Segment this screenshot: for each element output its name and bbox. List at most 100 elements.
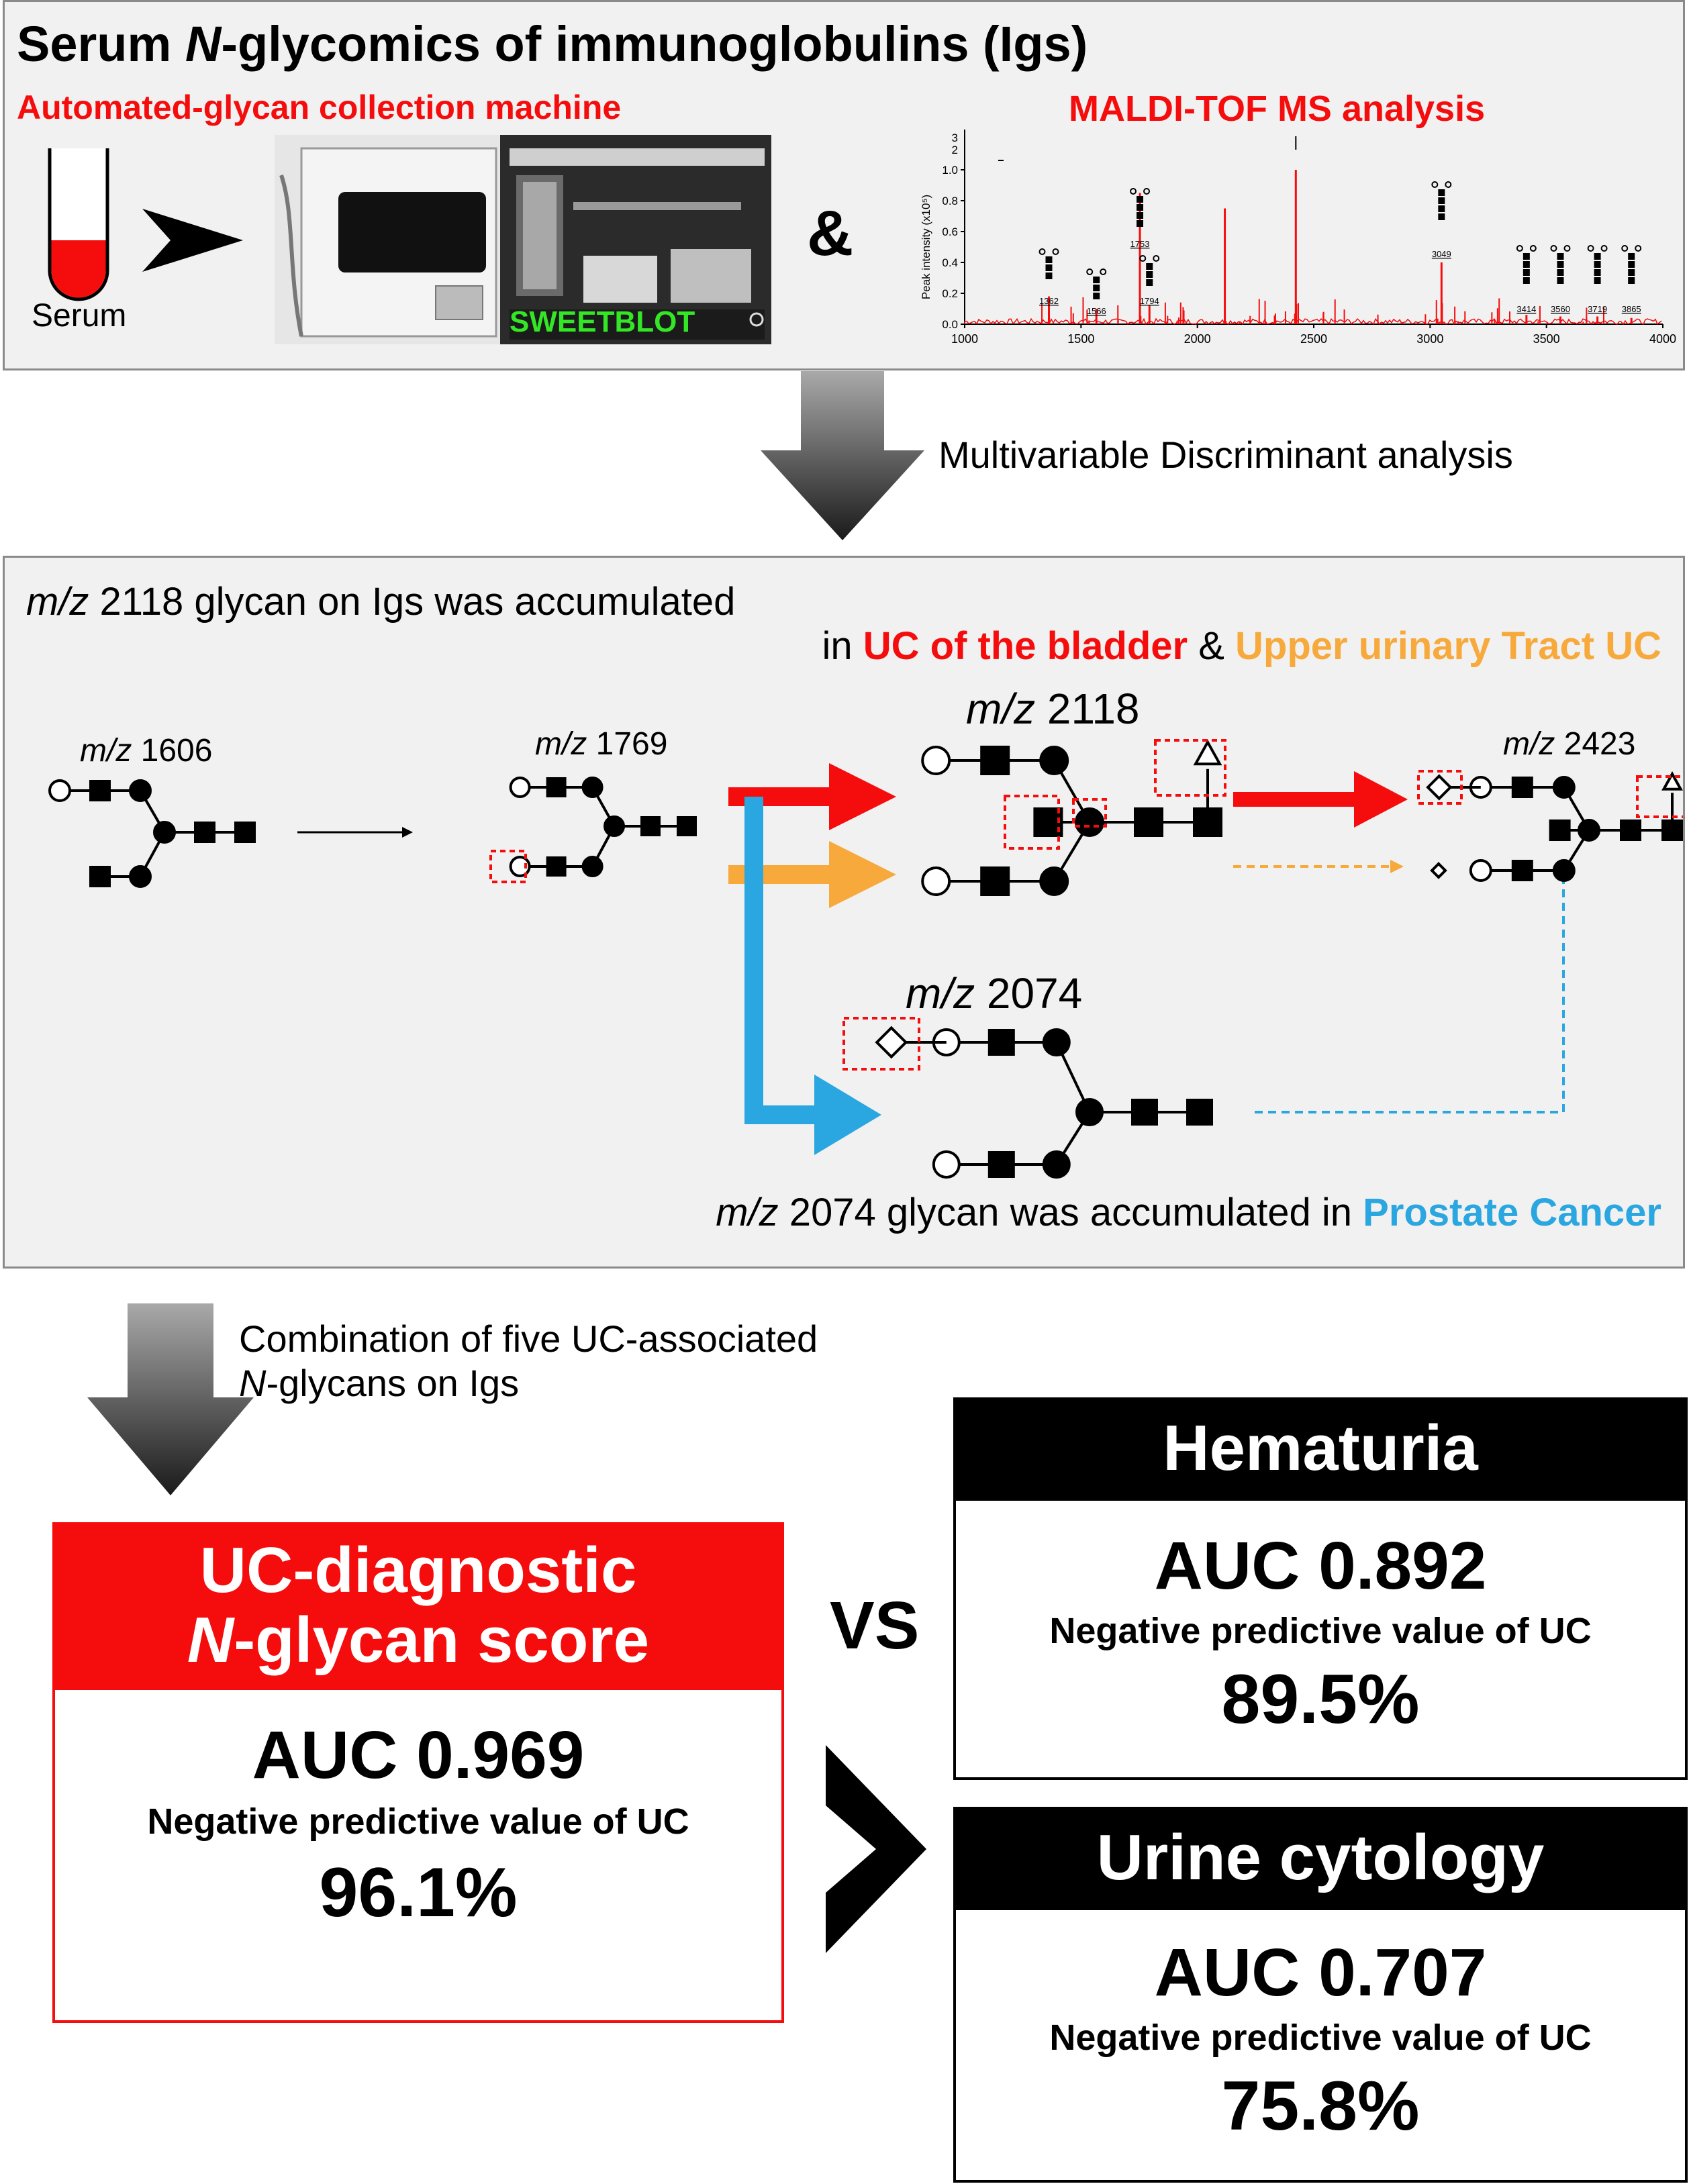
mannose-circle-icon xyxy=(129,779,152,802)
discriminant-label: Multivariable Discriminant analysis xyxy=(938,434,1513,476)
spectrum-glycan-icon xyxy=(1137,204,1144,211)
spectrum-y-label: Peak intensity (x10⁵) xyxy=(920,195,932,299)
hematuria-header: Hematuria xyxy=(953,1397,1688,1499)
spectrum-glycan-icon xyxy=(1523,261,1530,268)
mannose-circle-icon xyxy=(1552,776,1576,799)
spectrum-glycan-icon xyxy=(1557,277,1564,284)
spectrum-y-top-label: 2 xyxy=(952,144,958,156)
hematuria-npv: 89.5% xyxy=(1221,1660,1420,1738)
spectrum-glycan-icon xyxy=(1529,245,1537,252)
spectrum-y-tick-label: 0.0 xyxy=(942,318,958,331)
glcnac-square-icon xyxy=(980,866,1010,896)
mannose-circle-icon xyxy=(129,865,152,888)
cytology-auc: AUC 0.707 xyxy=(1154,1935,1487,2010)
spectrum-peak-label: 1753 xyxy=(1130,239,1150,249)
machine-name: SWEETBLOT xyxy=(510,305,695,338)
glcnac-square-icon xyxy=(980,746,1010,775)
fucose-triangle-icon xyxy=(1193,739,1222,766)
score-auc: AUC 0.969 xyxy=(252,1718,585,1793)
spectrum-glycan-icon xyxy=(1438,213,1445,220)
galactose-circle-icon xyxy=(509,856,531,877)
glcnac-square-icon xyxy=(1620,820,1641,841)
spectrum-glycan-icon xyxy=(1445,181,1452,188)
middle-line1: m/z 2118 glycan on Igs was accumulated xyxy=(26,580,736,624)
greater-than-icon xyxy=(826,1745,926,1953)
mannose-circle-icon xyxy=(1552,859,1576,882)
spectrum-glycan-icon xyxy=(1045,256,1053,263)
spectrum-glycan-icon xyxy=(1093,293,1100,299)
glycan-pathway-diagram xyxy=(48,739,1683,1179)
spectrum-glycan-icon xyxy=(1143,188,1151,195)
glcnac-square-icon xyxy=(640,816,661,836)
middle-line2: in UC of the bladder & Upper urinary Tra… xyxy=(822,624,1661,668)
hematuria-npv-label: Negative predictive value of UC xyxy=(1049,1611,1592,1651)
sialic-acid-diamond-icon xyxy=(1430,862,1447,879)
hematuria-body: AUC 0.892 Negative predictive value of U… xyxy=(953,1498,1688,1780)
fucose-triangle-icon xyxy=(1661,771,1683,791)
glcnac-square-icon xyxy=(1549,820,1571,841)
galactose-circle-icon xyxy=(1469,859,1492,882)
mannose-circle-icon xyxy=(581,856,604,877)
score-body: AUC 0.969 Negative predictive value of U… xyxy=(52,1690,784,2023)
spectrum-y-tick-label: 0.6 xyxy=(942,226,958,238)
glcnac-square-icon xyxy=(1134,807,1163,837)
spectrum-peak-label: 1566 xyxy=(1087,306,1106,316)
spectrum-glycan-icon xyxy=(1594,261,1601,268)
spectrum-glycan-icon xyxy=(1563,245,1571,252)
spectrum-glycan-icon xyxy=(1039,248,1046,255)
cytology-npv: 75.8% xyxy=(1221,2067,1420,2145)
spectrum-glycan-icon xyxy=(1438,205,1445,212)
galactose-circle-icon xyxy=(932,1150,961,1179)
spectrum-peak-label: 3865 xyxy=(1622,304,1641,314)
mannose-circle-icon xyxy=(1039,866,1069,896)
serum-tube-icon xyxy=(48,148,109,301)
mz2423-label: m/z 2423 xyxy=(1503,726,1636,762)
spectrum-glycan-icon xyxy=(1628,269,1635,276)
spectrum-peak-label: 3049 xyxy=(1432,249,1451,259)
glcnac-square-icon xyxy=(1186,1099,1213,1126)
cytology-header: Urine cytology xyxy=(953,1807,1688,1909)
galactose-circle-icon xyxy=(921,866,951,896)
serum-label: Serum xyxy=(32,298,127,334)
spectrum-glycan-icon xyxy=(1093,277,1100,283)
sialic-acid-diamond-icon xyxy=(1426,774,1453,801)
spectrum-peak-label: 3414 xyxy=(1516,304,1536,314)
spectrum-glycan-icon xyxy=(1550,245,1557,252)
spectrum-glycan-icon xyxy=(1635,245,1642,252)
hematuria-auc: AUC 0.892 xyxy=(1154,1528,1487,1603)
spectrum-glycan-icon xyxy=(1628,261,1635,268)
highlight-box xyxy=(842,1017,920,1071)
glcnac-square-icon xyxy=(194,822,215,843)
score-npv-label: Negative predictive value of UC xyxy=(147,1801,689,1842)
spectrum-glycan-icon xyxy=(1139,255,1147,262)
highlight-box xyxy=(489,850,527,883)
spectrum-y-top-label: 3 xyxy=(952,132,958,144)
spectrum-y-tick-label: 0.4 xyxy=(942,256,958,269)
spectrum-glycan-icon xyxy=(1557,261,1564,268)
spectrum-glycan-icon xyxy=(1045,264,1053,271)
mz2074-label: m/z 2074 xyxy=(906,969,1083,1017)
glcnac-square-icon xyxy=(1511,777,1533,798)
spectrum-x-tick-label: 4000 xyxy=(1649,332,1676,346)
spectrum-glycan-icon xyxy=(1594,277,1601,284)
glcnac-square-icon xyxy=(89,866,111,887)
machine-label: Automated-glycan collection machine xyxy=(17,89,622,126)
glcnac-square-icon xyxy=(1511,860,1533,881)
spectrum-glycan-icon xyxy=(1523,269,1530,276)
middle-panel: m/z 2118 glycan on Igs was accumulated i… xyxy=(3,556,1685,1269)
spectrum-peak-label: 1362 xyxy=(1039,296,1059,306)
spectrum-glycan-icon xyxy=(1628,277,1635,284)
mz2118-label: m/z 2118 xyxy=(966,685,1140,733)
highlight-box xyxy=(1072,798,1107,828)
galactose-circle-icon xyxy=(48,779,71,802)
spectrum-glycan-icon xyxy=(1621,245,1629,252)
spectrum-glycan-icon xyxy=(1153,255,1160,262)
spectrum-y-tick-label: 1.0 xyxy=(942,164,958,177)
spectrum-peak-label: 3719 xyxy=(1588,304,1607,314)
mz1606-label: m/z 1606 xyxy=(80,733,213,768)
spectrum-glycan-icon xyxy=(1523,277,1530,284)
mannose-circle-icon xyxy=(581,777,604,798)
middle-bottom-line: m/z 2074 glycan was accumulated in Prost… xyxy=(716,1191,1661,1234)
spectrum-glycan-icon xyxy=(1628,253,1635,260)
maldi-label: MALDI-TOF MS analysis xyxy=(1069,89,1486,129)
